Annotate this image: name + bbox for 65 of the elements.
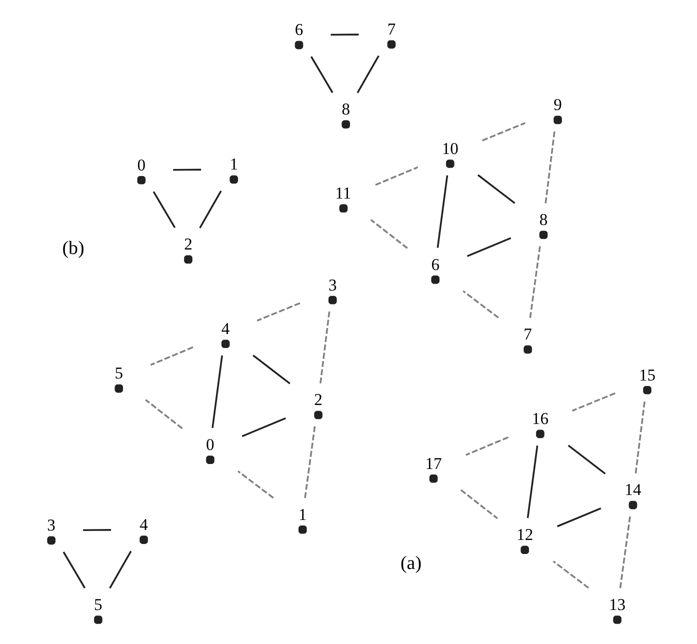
connector [528,246,540,318]
node-label: 7 [523,324,532,344]
connector [211,355,222,428]
connector [374,166,418,186]
connector [310,56,333,94]
connector [634,401,645,474]
node-label: 3 [46,516,55,535]
connector [252,354,290,384]
connector [256,302,300,322]
node-label: 17 [424,454,442,473]
connector [152,191,176,228]
node-label: 2 [314,390,322,410]
connector [476,174,515,204]
node-label: 6 [294,20,303,40]
connector [481,122,525,142]
connector [567,444,606,474]
node-label: 16 [531,409,548,428]
node-label: 3 [328,275,336,294]
node-label: 8 [341,100,350,118]
connector [465,436,508,456]
connector [460,489,498,520]
node-label: 0 [136,155,146,174]
connector [304,426,316,498]
connector [82,529,111,532]
connector [108,550,132,589]
connector [236,470,274,499]
node-label: 9 [553,95,562,114]
connector [436,175,448,248]
node-label: 14 [624,480,641,500]
node-label: 6 [430,254,440,274]
node-label: 5 [114,364,123,383]
node-label: 15 [638,365,656,384]
node-label: 5 [94,594,102,614]
connector [241,417,286,438]
node-label: 7 [386,20,396,39]
connector [552,560,589,589]
node-label: 1 [229,154,238,174]
node-label: 12 [516,525,533,544]
label: (b) [62,238,84,259]
connector [544,131,555,204]
connector [62,552,86,588]
connector [319,311,330,384]
connector [370,219,408,249]
node-label: 4 [220,319,230,338]
connector [330,34,358,36]
connector [526,445,538,518]
connector [144,399,182,430]
node-label: 2 [184,234,192,254]
node-label: 1 [298,504,306,524]
connector [466,237,511,257]
connector [462,290,499,318]
node-label: 8 [538,210,548,230]
node-label: 11 [334,184,351,203]
label: (a) [400,553,422,574]
node-label: 0 [206,434,214,454]
connector [618,516,630,588]
node-label: 10 [441,138,458,158]
node-label: 13 [608,594,626,614]
connector [556,507,601,528]
connector [356,55,379,94]
connector [150,346,193,366]
node-label: 4 [139,514,148,534]
connector [172,168,201,171]
connector [571,392,615,412]
connector [198,190,222,228]
